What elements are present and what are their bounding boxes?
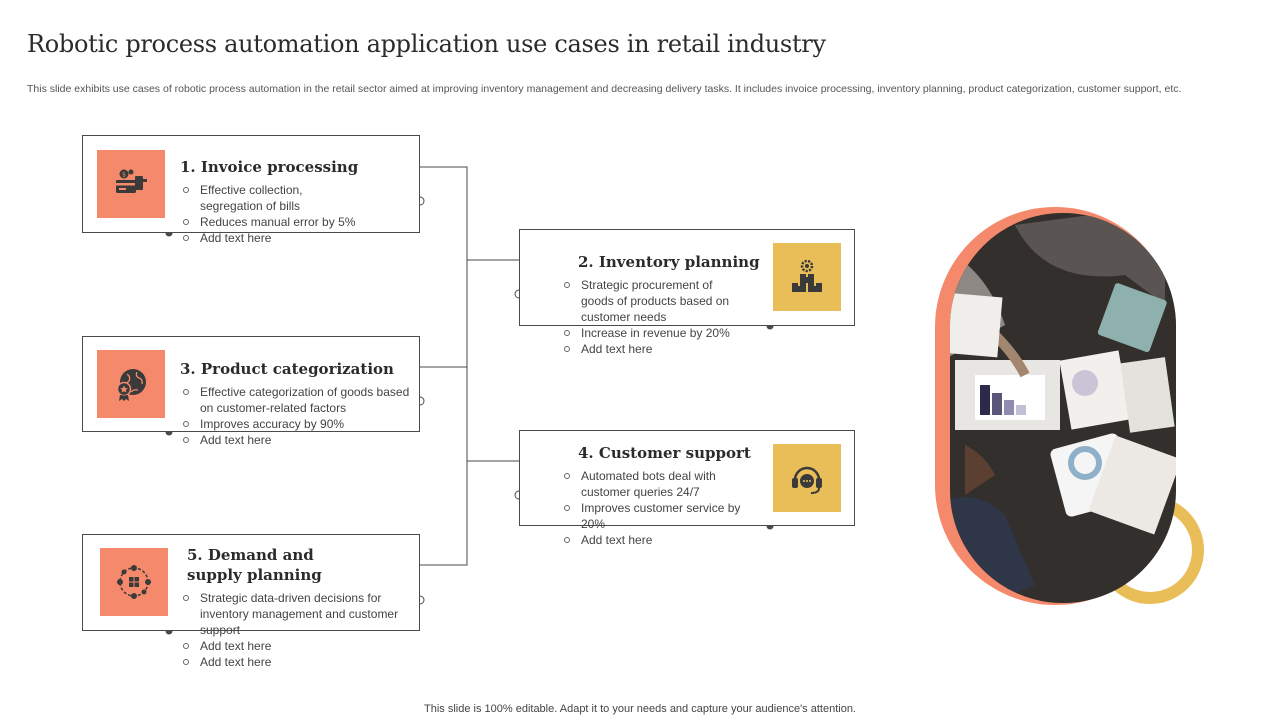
bullet-item: Increase in revenue by 20% <box>561 325 746 341</box>
bullet-item: Add text here <box>180 654 410 670</box>
bullet-list: Strategic procurement of goods of produc… <box>561 277 746 357</box>
photo-illustration <box>935 207 1204 605</box>
bullet-item: Improves customer service by 20% <box>561 500 761 532</box>
bullet-list: Effective collection, segregation of bil… <box>180 182 410 246</box>
footer-note: This slide is 100% editable. Adapt it to… <box>424 703 856 715</box>
supply-network-icon <box>117 565 151 599</box>
invoice-processing-content: 1. Invoice processing Effective collecti… <box>180 157 410 246</box>
bullet-item: Effective categorization of goods based … <box>180 384 412 416</box>
office-meeting-photo <box>935 205 1205 615</box>
card-title: 5. Demand and supply planning <box>187 546 322 584</box>
invoice-icon: $ <box>116 169 147 193</box>
demand-supply-content: 5. Demand and supply planning Strategic … <box>180 545 410 670</box>
bullet-item: Add text here <box>180 638 410 654</box>
inventory-boxes-icon <box>792 259 822 292</box>
bullet-item: Improves accuracy by 90% <box>180 416 412 432</box>
bullet-item: Add text here <box>561 341 746 357</box>
card-title: 4. Customer support <box>578 444 751 462</box>
customer-support-content: 4. Customer support Automated bots deal … <box>561 443 766 548</box>
inventory-icon-box <box>773 243 841 311</box>
bullet-item: Automated bots deal with customer querie… <box>561 468 736 500</box>
bullet-item: Add text here <box>180 230 410 246</box>
page-title: Robotic process automation application u… <box>27 30 826 58</box>
bullet-list: Automated bots deal with customer querie… <box>561 468 761 548</box>
card-title: 1. Invoice processing <box>180 158 359 176</box>
bullet-list: Effective categorization of goods based … <box>180 384 412 448</box>
product-categorization-content: 3. Product categorization Effective cate… <box>180 359 412 448</box>
bullet-item: Strategic data-driven decisions for inve… <box>180 590 410 638</box>
card-title: 3. Product categorization <box>180 360 394 378</box>
globe-award-icon <box>116 369 146 401</box>
headset-support-icon <box>792 466 822 494</box>
inventory-planning-content: 2. Inventory planning Strategic procurem… <box>561 252 761 357</box>
bullet-item: Add text here <box>180 432 412 448</box>
globe-icon-box <box>97 350 165 418</box>
bullet-item: Strategic procurement of goods of produc… <box>561 277 746 325</box>
support-icon-box <box>773 444 841 512</box>
invoice-icon-box: $ <box>97 150 165 218</box>
card-title: 2. Inventory planning <box>578 253 760 271</box>
bullet-item: Effective collection, segregation of bil… <box>180 182 330 214</box>
bullet-item: Reduces manual error by 5% <box>180 214 410 230</box>
svg-text:$: $ <box>122 172 126 179</box>
bullet-list: Strategic data-driven decisions for inve… <box>180 590 410 670</box>
page-subtitle: This slide exhibits use cases of robotic… <box>27 83 1182 95</box>
bullet-item: Add text here <box>561 532 761 548</box>
supply-icon-box <box>100 548 168 616</box>
